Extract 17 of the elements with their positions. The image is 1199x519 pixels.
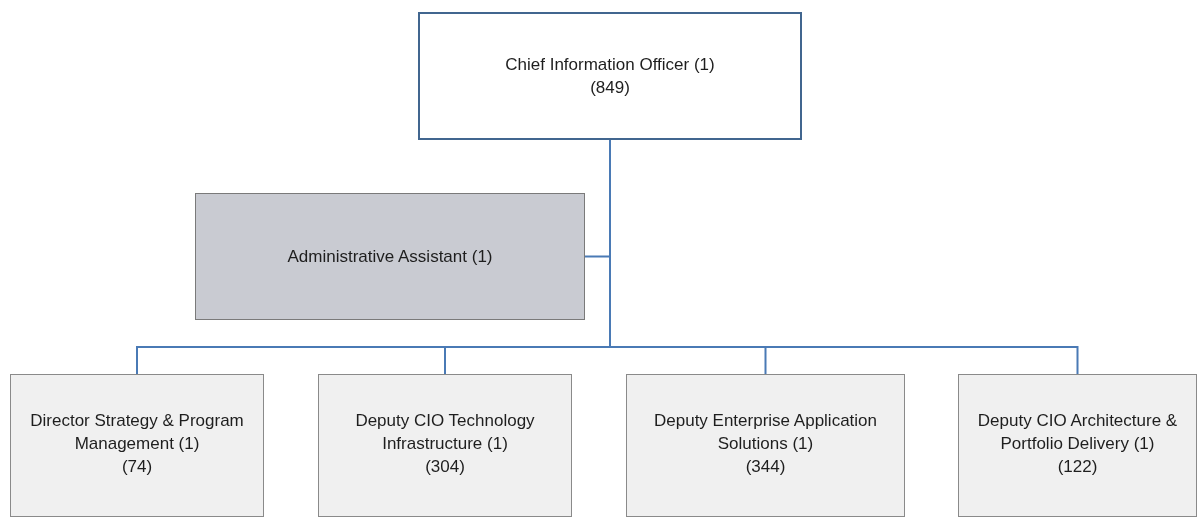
headcount: (304) — [425, 456, 465, 478]
department-box — [318, 374, 572, 517]
staff-box — [195, 193, 585, 320]
role-title: Deputy Enterprise Application Solutions (1) — [653, 410, 878, 455]
role-title: Director Strategy & Program Management (1) — [29, 410, 245, 455]
headcount: (344) — [745, 456, 786, 478]
department-box — [10, 374, 264, 517]
role-title: Administrative Assistant (1) — [287, 246, 493, 268]
headcount: (849) — [590, 77, 630, 99]
department-box — [626, 374, 905, 517]
executive-box — [418, 12, 802, 140]
headcount: (74) — [121, 456, 153, 478]
department-box — [958, 374, 1197, 517]
role-title: Deputy CIO Architecture & Portfolio Delivery (1) — [976, 410, 1179, 455]
role-title: Chief Information Officer (1) — [505, 54, 715, 76]
headcount: (122) — [1057, 456, 1098, 478]
role-title: Deputy CIO Technology Infrastructure (1) — [354, 410, 536, 455]
